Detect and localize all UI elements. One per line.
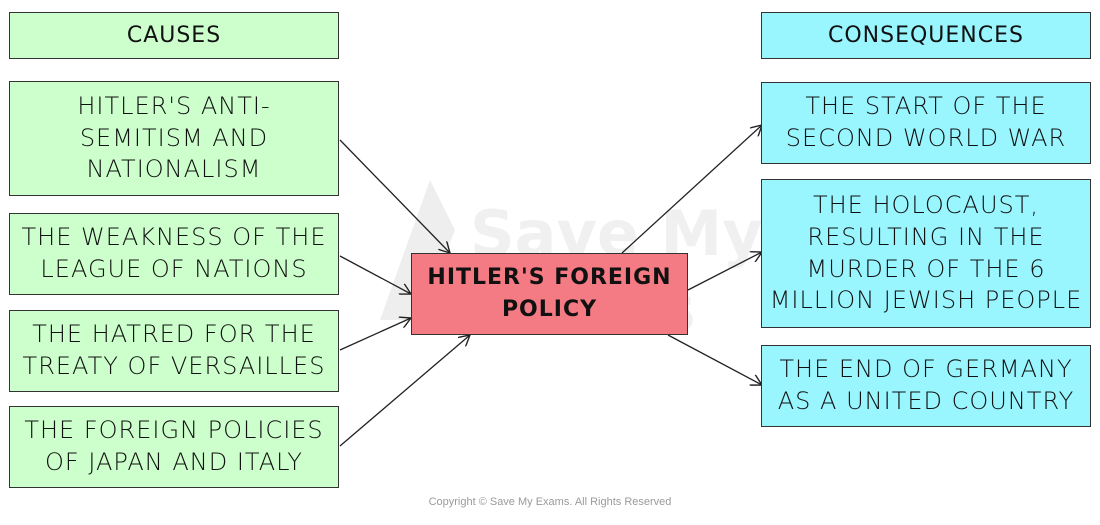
consequence-2-line-1: THE HOLOCAUST, [812,191,1040,220]
cause-4-line-2: OF JAPAN AND ITALY [45,448,303,476]
consequence-2-line-2: RESULTING IN THE [807,222,1045,251]
arrow-conseq-2 [687,252,762,291]
cause-box-1: HITLER'S ANTI- SEMITISM AND NATIONALISM [9,81,339,196]
arrow-cause-3 [339,318,411,351]
consequence-box-1: THE START OF THE SECOND WORLD WAR [761,82,1091,164]
cause-1-line-1: HITLER'S ANTI- [77,91,271,120]
cause-2-line-1: THE WEAKNESS OF THE [21,223,327,252]
consequence-3-line-1: THE END OF GERMANY [779,355,1073,384]
cause-1-line-2: SEMITISM AND [79,123,269,152]
cause-3-line-1: THE HATRED FOR THE [32,320,316,349]
cause-1-line-3: NATIONALISM [86,155,262,184]
consequence-box-3: THE END OF GERMANY AS A UNITED COUNTRY [761,345,1091,427]
consequence-3-line-2: AS A UNITED COUNTRY [777,387,1075,415]
center-line-2: POLICY [501,297,598,322]
cause-2-line-2: LEAGUE OF NATIONS [40,255,308,283]
arrow-cause-1 [339,139,450,253]
arrow-cause-2 [339,255,411,294]
consequence-1-line-2: SECOND WORLD WAR [785,124,1067,152]
cause-4-line-1: THE FOREIGN POLICIES [24,416,324,445]
consequence-box-2-text: THE HOLOCAUST, RESULTING IN THE MURDER O… [770,190,1083,317]
cause-box-3: THE HATRED FOR THE TREATY OF VERSAILLES [9,310,339,392]
arrow-cause-4 [339,335,470,447]
causes-header-text: CAUSES [126,22,222,48]
cause-box-4: THE FOREIGN POLICIES OF JAPAN AND ITALY [9,406,339,488]
consequence-2-line-3: MURDER OF THE 6 [806,254,1046,283]
arrow-conseq-3 [667,334,762,385]
consequence-1-line-1: THE START OF THE [805,92,1047,121]
copyright-notice: Copyright © Save My Exams. All Rights Re… [428,496,672,508]
cause-box-4-text: THE FOREIGN POLICIES OF JAPAN AND ITALY [24,415,323,478]
cause-box-2-text: THE WEAKNESS OF THE LEAGUE OF NATIONS [22,222,327,285]
cause-box-1-text: HITLER'S ANTI- SEMITISM AND NATIONALISM [77,91,270,186]
causes-header: CAUSES [9,12,339,59]
center-topic-text: HITLER'S FOREIGN POLICY [427,262,671,326]
consequence-2-line-4: MILLION JEWISH PEOPLE [769,286,1083,315]
center-line-1: HITLER'S FOREIGN [427,265,672,291]
consequence-box-3-text: THE END OF GERMANY AS A UNITED COUNTRY [778,354,1075,417]
arrow-conseq-1 [621,125,762,254]
center-topic-box: HITLER'S FOREIGN POLICY [411,253,688,335]
consequence-box-1-text: THE START OF THE SECOND WORLD WAR [786,91,1066,154]
consequences-header: CONSEQUENCES [761,12,1091,59]
cause-box-2: THE WEAKNESS OF THE LEAGUE OF NATIONS [9,213,339,295]
consequence-box-2: THE HOLOCAUST, RESULTING IN THE MURDER O… [761,179,1091,328]
consequences-header-text: CONSEQUENCES [827,22,1024,48]
cause-box-3-text: THE HATRED FOR THE TREATY OF VERSAILLES [23,319,326,382]
cause-3-line-2: TREATY OF VERSAILLES [22,352,326,380]
